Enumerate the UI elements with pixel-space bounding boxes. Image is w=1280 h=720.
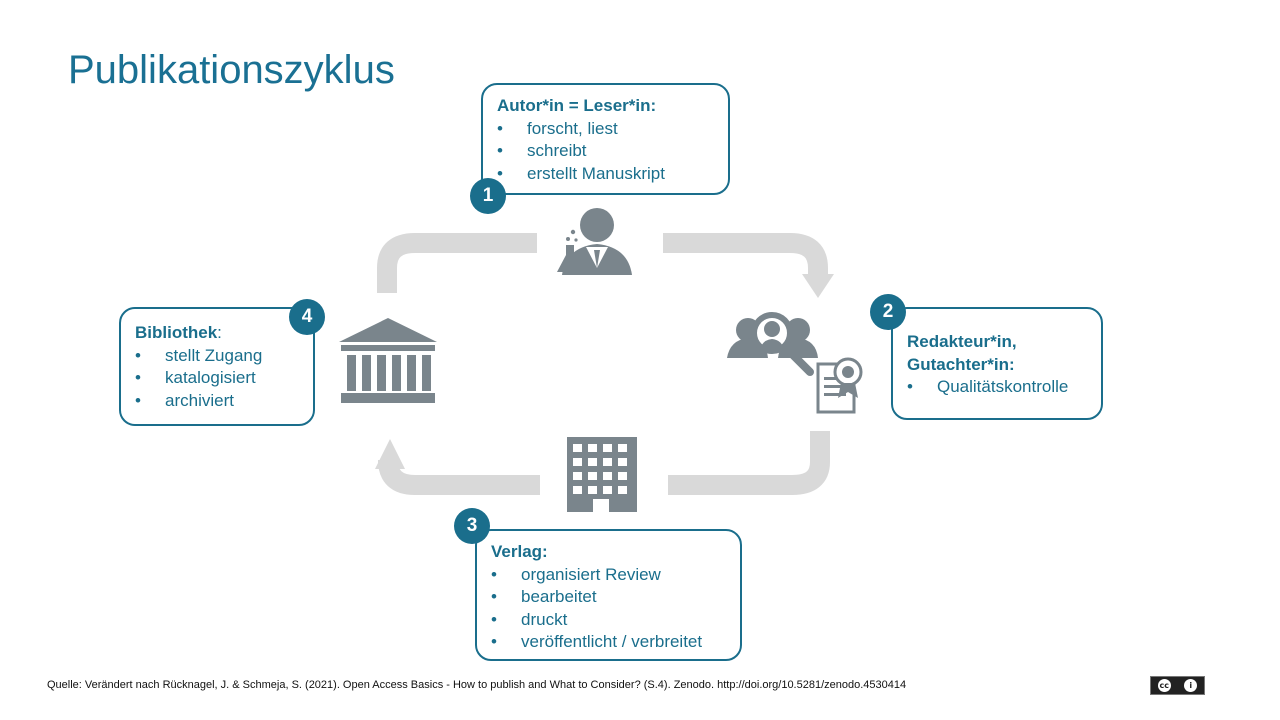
stage-1-badge: 1 bbox=[470, 178, 506, 214]
arrow-top-right bbox=[663, 233, 828, 276]
cc-by-icon: cc i bbox=[1150, 676, 1205, 695]
scientist-icon bbox=[557, 208, 632, 275]
list-item: veröffentlicht / verbreitet bbox=[491, 631, 726, 654]
stage-3-badge: 3 bbox=[454, 508, 490, 544]
stage-2-badge: 2 bbox=[870, 294, 906, 330]
stage-2-list: Qualitätskontrolle bbox=[907, 376, 1087, 399]
list-item: erstellt Manuskript bbox=[497, 163, 714, 186]
list-item: organisiert Review bbox=[491, 564, 726, 587]
stage-2-heading-line1: Redakteur*in, bbox=[907, 332, 1017, 351]
stage-4-badge: 4 bbox=[289, 299, 325, 335]
arrow-bottom-left bbox=[378, 459, 540, 495]
list-item: druckt bbox=[491, 609, 726, 632]
list-item: stellt Zugang bbox=[135, 345, 299, 368]
list-item: Qualitätskontrolle bbox=[907, 376, 1087, 399]
stage-4-card: Bibliothek: stellt Zugang katalogisiert … bbox=[119, 307, 315, 426]
list-item: schreibt bbox=[497, 140, 714, 163]
arrowhead-up bbox=[375, 439, 405, 469]
review-certificate-icon bbox=[727, 312, 863, 414]
stage-2-card: Redakteur*in, Gutachter*in: Qualitätskon… bbox=[891, 307, 1103, 420]
page-title: Publikationszyklus bbox=[68, 48, 395, 92]
stage-3-heading: Verlag: bbox=[491, 542, 548, 561]
library-icon bbox=[339, 318, 437, 403]
stage-1-card: Autor*in = Leser*in: forscht, liest schr… bbox=[481, 83, 730, 195]
stage-3-list: organisiert Review bearbeitet druckt ver… bbox=[491, 564, 726, 654]
stage-1-list: forscht, liest schreibt erstellt Manuskr… bbox=[497, 118, 714, 186]
building-icon bbox=[567, 437, 637, 512]
arrow-right-bottom bbox=[668, 431, 830, 495]
stage-2-heading-line2: Gutachter*in: bbox=[907, 354, 1015, 374]
list-item: bearbeitet bbox=[491, 586, 726, 609]
cc-badge: cc bbox=[1157, 679, 1171, 692]
stage-4-heading: Bibliothek bbox=[135, 323, 218, 342]
stage-1-heading: Autor*in = Leser*in: bbox=[497, 96, 657, 115]
list-item: katalogisiert bbox=[135, 367, 299, 390]
arrow-left-top bbox=[377, 233, 537, 293]
stage-4-heading-suffix: : bbox=[217, 323, 222, 342]
list-item: forscht, liest bbox=[497, 118, 714, 141]
list-item: archiviert bbox=[135, 390, 299, 413]
stage-4-heading-wrap: Bibliothek: bbox=[135, 322, 299, 345]
stage-3-card: Verlag: organisiert Review bearbeitet dr… bbox=[475, 529, 742, 661]
arrowhead-down bbox=[802, 274, 834, 298]
stage-4-list: stellt Zugang katalogisiert archiviert bbox=[135, 345, 299, 413]
by-badge: i bbox=[1184, 679, 1198, 692]
source-citation: Quelle: Verändert nach Rücknagel, J. & S… bbox=[47, 679, 907, 691]
